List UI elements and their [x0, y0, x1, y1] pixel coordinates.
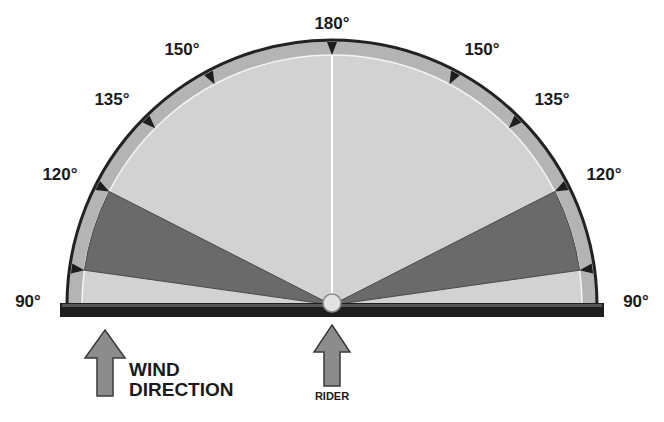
angle-label: 90° — [15, 292, 41, 312]
shaded-wedge — [84, 192, 332, 306]
outer-rim — [67, 40, 597, 305]
angle-label: 135° — [94, 90, 129, 110]
angle-label: 180° — [314, 14, 349, 34]
rider-arrow — [314, 325, 350, 386]
inner-field — [82, 55, 582, 305]
wind-direction-label: WIND DIRECTION — [129, 360, 259, 400]
rider-knob — [323, 294, 341, 312]
angle-label: 120° — [42, 165, 77, 185]
angle-markers — [71, 42, 593, 273]
angle-label: 90° — [623, 292, 649, 312]
center-line — [331, 55, 333, 300]
wind-arrow — [85, 330, 125, 396]
rider-label: RIDER — [315, 390, 349, 402]
angle-label: 135° — [534, 90, 569, 110]
angle-label: 150° — [164, 40, 199, 60]
angle-label: 120° — [586, 165, 621, 185]
shaded-wedge — [332, 192, 580, 306]
angle-label: 150° — [464, 40, 499, 60]
